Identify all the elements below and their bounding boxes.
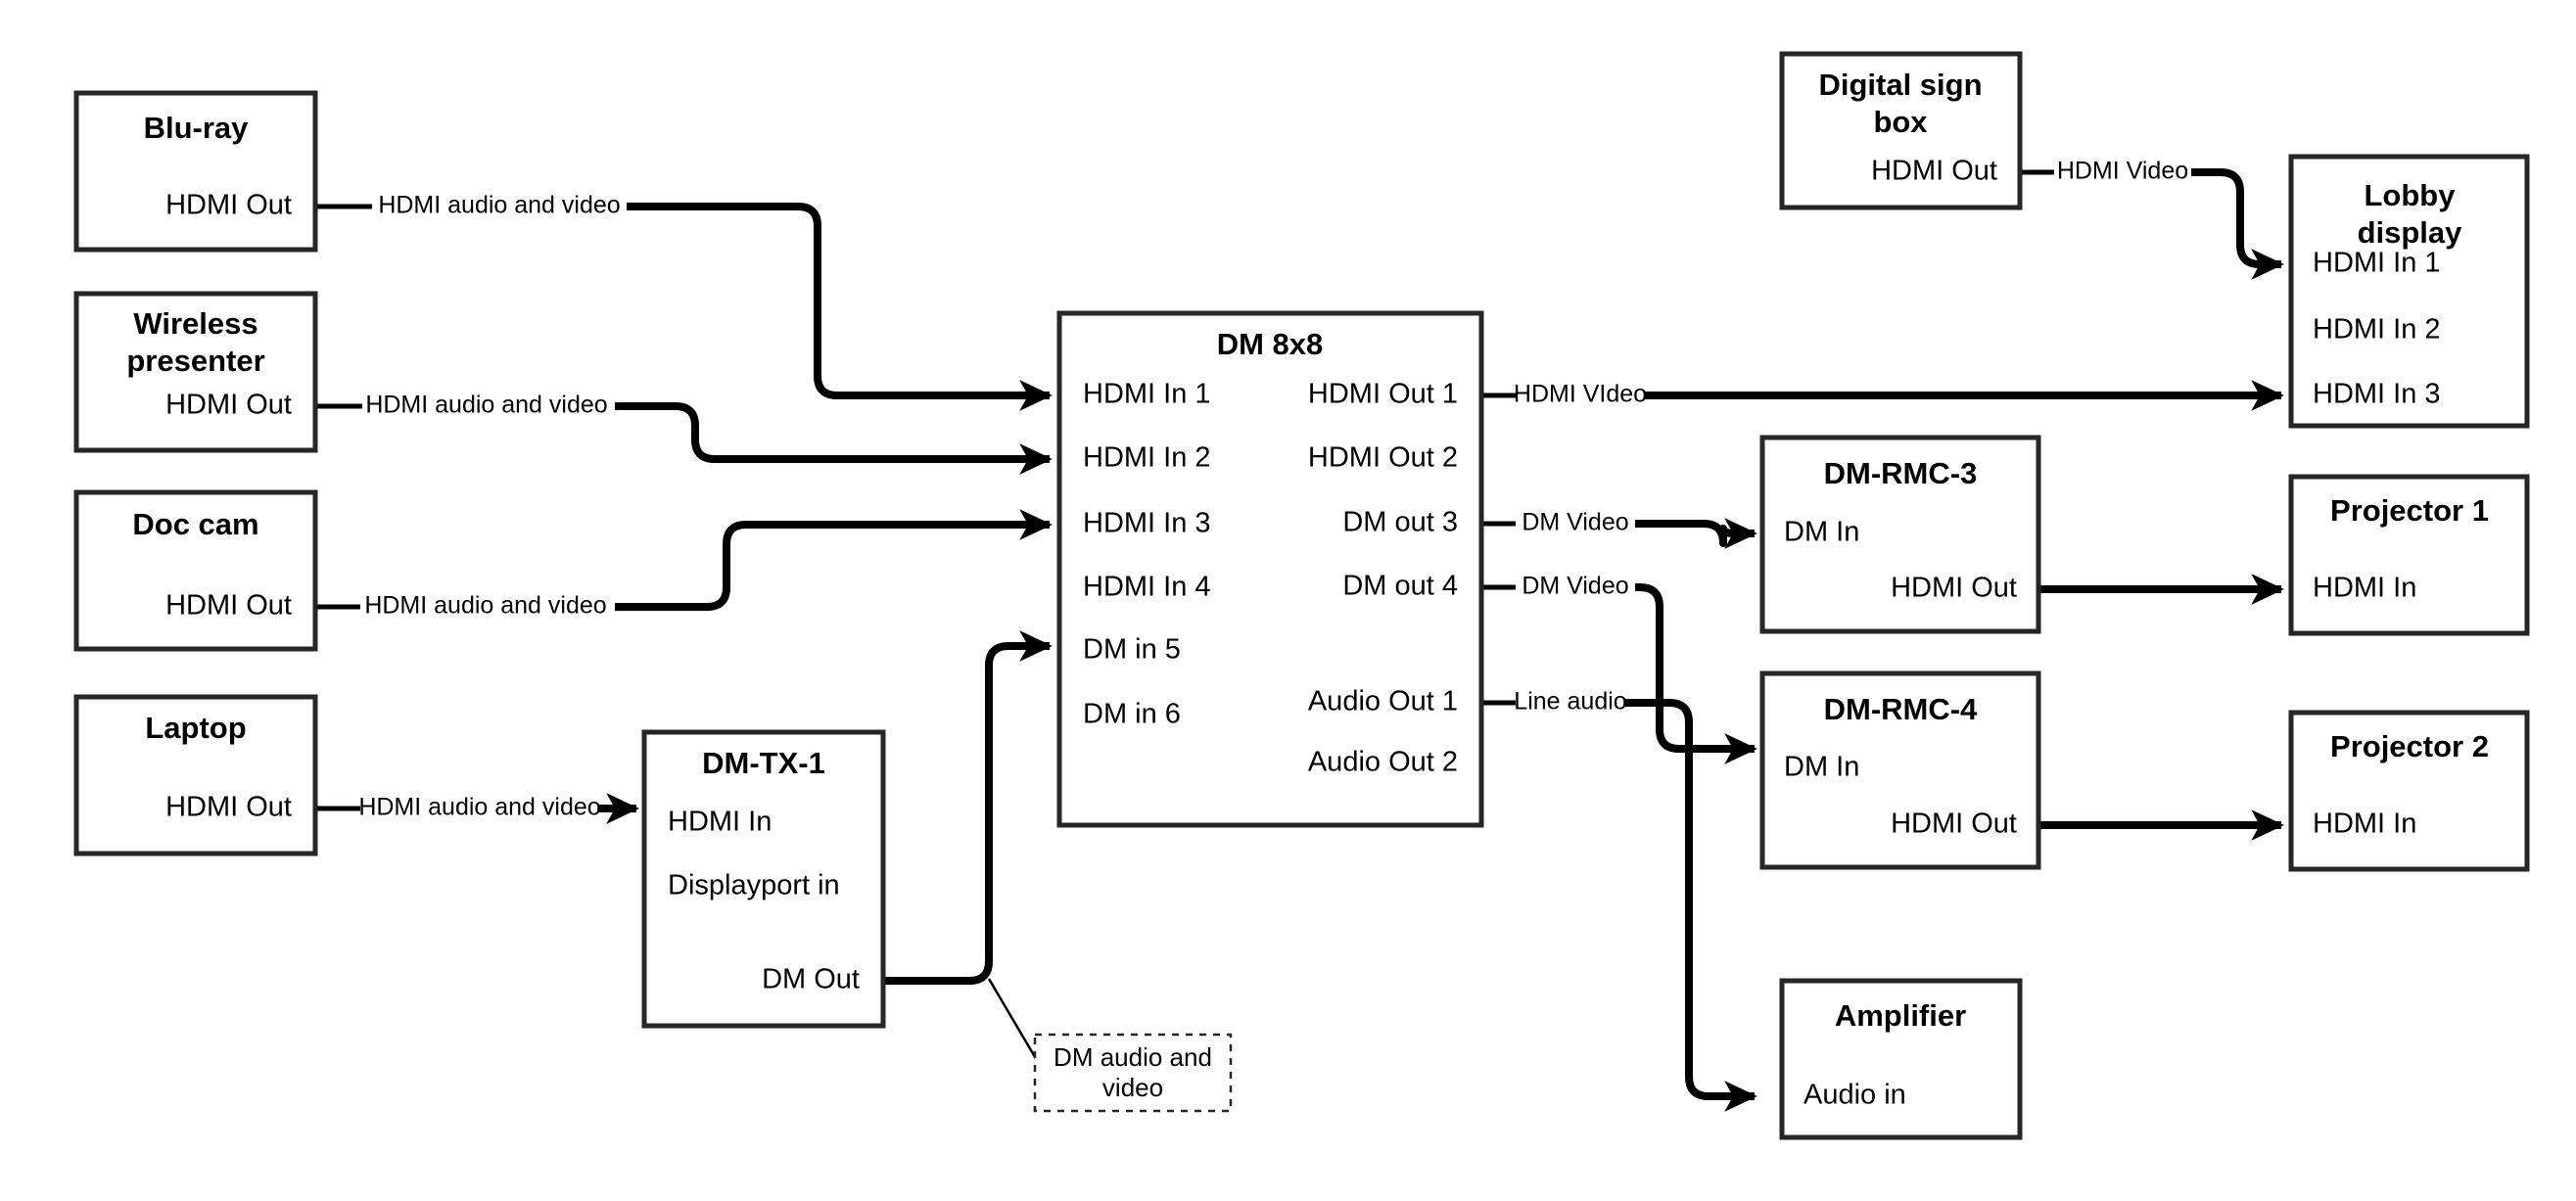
port-dmtx1-displayport-in: Displayport in — [668, 870, 840, 901]
node-amplifier-title: Amplifier — [1835, 998, 1966, 1033]
port-doccam-hdmi-out: HDMI Out — [165, 590, 292, 622]
port-dm8x8-dm-in-5: DM in 5 — [1083, 634, 1181, 666]
edge-dmtx1-to-dm-in-5 — [881, 630, 1053, 1068]
node-wireless-presenter-box[interactable] — [73, 291, 318, 453]
node-dm-tx-1[interactable]: DM-TX-1 HDMI In Displayport in DM Out — [641, 729, 886, 1029]
port-dm8x8-hdmi-in-4: HDMI In 4 — [1083, 572, 1211, 603]
port-rmc3-dm-in: DM In — [1784, 517, 1859, 548]
node-wireless-presenter[interactable]: Wireless presenter HDMI Out — [73, 291, 318, 453]
edge-label-hdmi-video-sign: HDMI Video — [2057, 158, 2188, 185]
note-dm-audio-and-video: DM audio and video — [1033, 1033, 1233, 1113]
node-projector-2[interactable]: Projector 2 HDMI In — [2288, 710, 2530, 872]
edge-label-dm-video-4: DM Video — [1522, 573, 1628, 600]
edge-bluray-to-hdmi-in-1: HDMI audio and video — [315, 192, 1053, 411]
node-dm-8x8[interactable]: DM 8x8 HDMI In 1 HDMI In 2 HDMI In 3 HDM… — [1056, 310, 1484, 828]
port-digitalsign-hdmi-out: HDMI Out — [1871, 156, 1997, 187]
node-dm-8x8-box[interactable] — [1056, 310, 1484, 828]
node-dm-rmc-3-box[interactable] — [1759, 435, 2041, 634]
port-dm8x8-hdmi-in-2: HDMI In 2 — [1083, 442, 1211, 474]
node-projector-2-box[interactable] — [2288, 710, 2530, 872]
node-dm-rmc-4-box[interactable] — [1759, 670, 2041, 870]
port-dmtx1-hdmi-in: HDMI In — [668, 807, 772, 838]
port-rmc4-dm-in: DM In — [1784, 752, 1859, 783]
edge-sign-to-lobby-in-1: HDMI Video — [2020, 158, 2284, 280]
node-dm-rmc-4-title: DM-RMC-4 — [1824, 692, 1978, 726]
edge-label-wireless: HDMI audio and video — [365, 392, 607, 419]
port-rmc3-hdmi-out: HDMI Out — [1891, 573, 2017, 604]
port-dm8x8-hdmi-in-1: HDMI In 1 — [1083, 379, 1211, 410]
port-dm8x8-dm-out-3: DM out 3 — [1342, 507, 1458, 538]
node-doc-cam-box[interactable] — [73, 489, 318, 652]
port-lobby-hdmi-in-2: HDMI In 2 — [2313, 314, 2441, 346]
node-digital-sign-title-line1: Digital sign — [1818, 68, 1982, 102]
node-dm-8x8-title: DM 8x8 — [1217, 327, 1324, 361]
node-digital-sign-box-box[interactable] — [1779, 51, 2023, 210]
edge-label-laptop: HDMI audio and video — [358, 794, 600, 821]
port-lobby-hdmi-in-3: HDMI In 3 — [2313, 379, 2441, 410]
node-dm-rmc-3-title: DM-RMC-3 — [1824, 456, 1978, 490]
port-dm8x8-dm-in-6: DM in 6 — [1083, 699, 1181, 730]
edge-dm-out-3-to-rmc3: DM Video — [1481, 509, 1757, 549]
node-lobby-display-title-line2: display — [2358, 215, 2463, 250]
note-dm-audio-and-video-box — [1033, 1033, 1233, 1113]
port-bluray-hdmi-out: HDMI Out — [165, 190, 292, 221]
port-dm8x8-hdmi-out-1: HDMI Out 1 — [1308, 379, 1458, 410]
node-lobby-display-box[interactable] — [2288, 154, 2530, 429]
port-dm8x8-audio-out-1: Audio Out 1 — [1308, 686, 1458, 717]
node-projector-1-title: Projector 1 — [2330, 493, 2489, 528]
node-bluray-box[interactable] — [73, 90, 318, 253]
node-doc-cam-title: Doc cam — [132, 507, 258, 541]
node-lobby-display[interactable]: Lobby display HDMI In 1 HDMI In 2 HDMI I… — [2288, 154, 2530, 429]
port-wireless-hdmi-out: HDMI Out — [165, 390, 292, 421]
port-dm8x8-hdmi-out-2: HDMI Out 2 — [1308, 442, 1458, 474]
note-dm-audio-and-video-line2: video — [1102, 1073, 1163, 1102]
node-dm-tx-1-box[interactable] — [641, 729, 886, 1029]
port-amplifier-audio-in: Audio in — [1803, 1080, 1906, 1111]
node-digital-sign-title-line2: box — [1873, 105, 1928, 139]
node-dm-rmc-3[interactable]: DM-RMC-3 DM In HDMI Out — [1759, 435, 2041, 634]
note-dm-audio-and-video-line1: DM audio and — [1054, 1042, 1212, 1072]
node-dm-tx-1-title: DM-TX-1 — [702, 746, 825, 780]
port-projector1-hdmi-in: HDMI In — [2313, 573, 2416, 604]
edge-doccam-to-hdmi-in-3: HDMI audio and video — [315, 509, 1053, 620]
node-lobby-display-title-line1: Lobby — [2365, 178, 2457, 212]
port-dm8x8-dm-out-4: DM out 4 — [1342, 571, 1458, 602]
node-amplifier-box[interactable] — [1779, 978, 2023, 1140]
node-wireless-presenter-title-line2: presenter — [126, 344, 264, 378]
node-doc-cam[interactable]: Doc cam HDMI Out — [73, 489, 318, 652]
port-dm8x8-hdmi-in-3: HDMI In 3 — [1083, 508, 1211, 539]
node-wireless-presenter-title-line1: Wireless — [133, 306, 258, 341]
edge-label-hdmi-video-out1: HDMI VIdeo — [1514, 381, 1647, 408]
port-rmc4-hdmi-out: HDMI Out — [1891, 808, 2017, 840]
edge-hdmi-out-1-to-lobby-in-3: HDMI VIdeo — [1481, 380, 2284, 411]
port-lobby-hdmi-in-1: HDMI In 1 — [2313, 248, 2441, 279]
node-dm-rmc-4[interactable]: DM-RMC-4 DM In HDMI Out — [1759, 670, 2041, 870]
edge-label-doccam: HDMI audio and video — [364, 592, 606, 620]
node-laptop[interactable]: Laptop HDMI Out — [73, 694, 318, 856]
node-projector-2-title: Projector 2 — [2330, 729, 2489, 763]
edge-label-line-audio: Line audio — [1514, 688, 1626, 716]
edge-laptop-to-dmtx1: HDMI audio and video — [315, 793, 639, 824]
node-projector-1[interactable]: Projector 1 HDMI In — [2288, 474, 2530, 636]
port-laptop-hdmi-out: HDMI Out — [165, 792, 292, 823]
edge-audio-out-1-to-amplifier: Line audio — [1481, 688, 1757, 1112]
node-laptop-box[interactable] — [73, 694, 318, 856]
node-bluray[interactable]: Blu-ray HDMI Out — [73, 90, 318, 253]
port-dm8x8-audio-out-2: Audio Out 2 — [1308, 747, 1458, 778]
edge-dm-out-4-to-rmc4: DM Video — [1481, 573, 1757, 764]
node-bluray-title: Blu-ray — [144, 111, 250, 145]
port-projector2-hdmi-in: HDMI In — [2313, 808, 2416, 840]
edge-wireless-to-hdmi-in-2: HDMI audio and video — [315, 392, 1053, 475]
edge-label-dm-video-3: DM Video — [1522, 509, 1628, 536]
node-projector-1-box[interactable] — [2288, 474, 2530, 636]
edge-label-bluray: HDMI audio and video — [378, 192, 620, 219]
node-digital-sign-box[interactable]: Digital sign box HDMI Out — [1779, 51, 2023, 210]
port-dmtx1-dm-out: DM Out — [762, 964, 860, 995]
node-amplifier[interactable]: Amplifier Audio in — [1779, 978, 2023, 1140]
node-laptop-title: Laptop — [145, 711, 246, 745]
